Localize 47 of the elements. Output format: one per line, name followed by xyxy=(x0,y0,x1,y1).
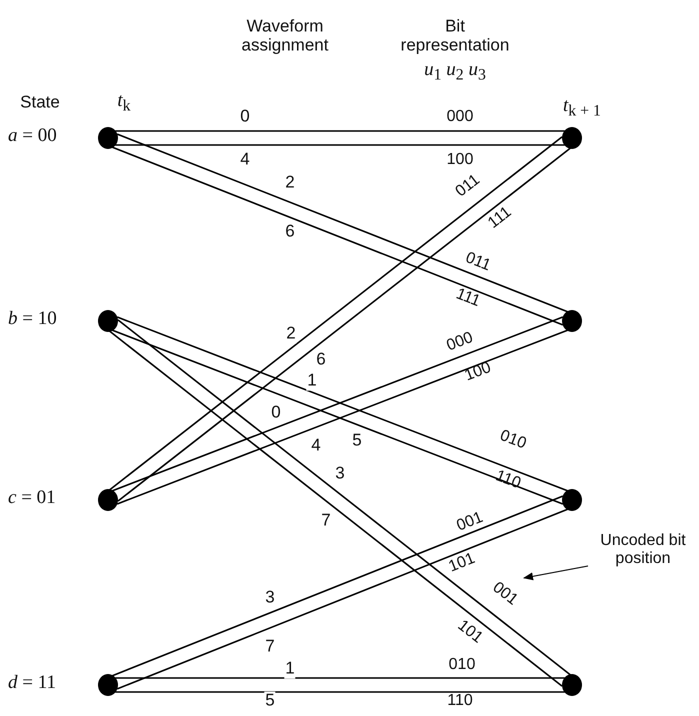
state-dot xyxy=(562,674,582,696)
bit-label: 111 xyxy=(485,204,515,232)
leader-line xyxy=(523,566,588,580)
axis-label: State xyxy=(20,94,60,112)
bit-label: 101 xyxy=(454,616,486,648)
bit-label: 100 xyxy=(462,358,494,386)
trellis-branch xyxy=(116,133,568,313)
state-label: d = 11 xyxy=(8,673,58,694)
trellis-branch xyxy=(115,691,565,693)
trellis-branch xyxy=(112,146,564,326)
state-label: a = 00 xyxy=(8,126,58,147)
trellis-branch xyxy=(115,677,565,679)
bit-label: 010 xyxy=(497,426,529,454)
state-dot xyxy=(562,310,582,332)
trellis-branch xyxy=(115,144,565,146)
annotation-text: Uncoded bit position xyxy=(588,532,698,568)
bit-label: 000 xyxy=(446,108,474,126)
bit-label: 001 xyxy=(454,508,486,536)
state-label: c = 01 xyxy=(8,488,57,509)
state-dot xyxy=(98,674,118,696)
column-heading: Bit representation xyxy=(400,17,510,55)
state-dot xyxy=(98,310,118,332)
edge-label: 1 xyxy=(284,660,296,678)
bit-label: 011 xyxy=(462,249,494,275)
trellis-branch xyxy=(116,508,568,690)
edge-label: 2 xyxy=(285,324,297,344)
bit-label: 111 xyxy=(453,285,483,311)
bit-label: 101 xyxy=(446,550,478,576)
state-dot xyxy=(562,127,582,149)
bit-label: 011 xyxy=(452,171,484,201)
time-label: t$_{k + 1}$ xyxy=(563,96,601,120)
state-label: b = 10 xyxy=(8,309,58,330)
state-dot xyxy=(98,127,118,149)
bit-label: 110 xyxy=(447,692,473,710)
state-dot xyxy=(98,489,118,511)
bit-label: 100 xyxy=(446,151,474,169)
bit-symbols: u$_{1}$ u$_{2}$ u$_{3}$ xyxy=(424,60,486,84)
state-dot xyxy=(562,489,582,511)
bit-label: 110 xyxy=(492,467,524,493)
trellis-branch xyxy=(115,130,565,132)
time-label: t$_{k}$ xyxy=(117,90,131,116)
bit-label: 001 xyxy=(489,578,521,610)
trellis-branch xyxy=(112,495,564,677)
edge-label: 1 xyxy=(306,372,318,390)
bit-label: 010 xyxy=(448,656,476,674)
column-heading: Waveform assignment xyxy=(240,17,330,55)
bit-label: 000 xyxy=(444,328,476,356)
